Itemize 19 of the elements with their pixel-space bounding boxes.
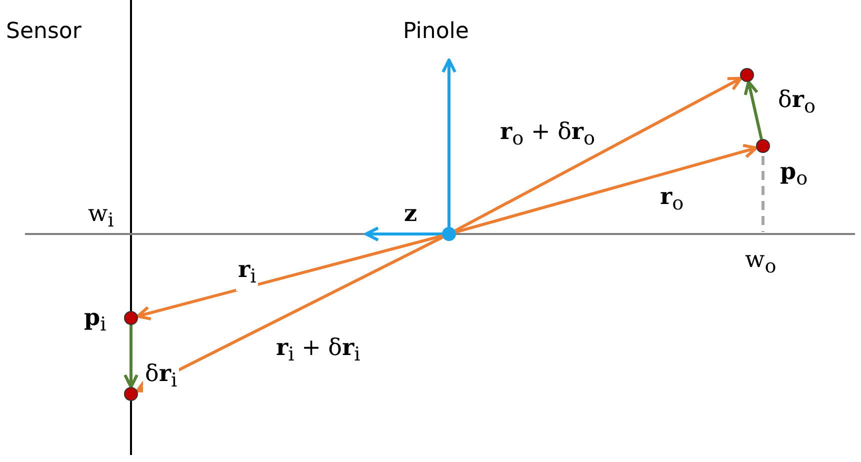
- pinhole-point: [442, 227, 456, 241]
- arrow: [744, 80, 763, 140]
- axis-label: w$_{o}$: [745, 246, 776, 280]
- arrow: [124, 325, 138, 388]
- point-marker: [124, 387, 138, 401]
- axis-label: z: [404, 200, 418, 228]
- pinhole-label: Pinole: [403, 18, 469, 46]
- point-marker: [756, 139, 770, 153]
- point-label: p$_{o}$: [780, 158, 808, 192]
- sensor-label: Sensor: [6, 18, 82, 46]
- arrow: [454, 76, 742, 232]
- edge-label: δr$_{i}$: [143, 360, 180, 395]
- point-label: p$_{i}$: [84, 304, 106, 338]
- point-marker: [740, 68, 754, 82]
- arrow: [136, 234, 443, 320]
- arrow: [136, 236, 444, 392]
- point-marker: [124, 311, 138, 325]
- arrow: [455, 144, 758, 234]
- axis-label: w$_{i}$: [88, 200, 114, 234]
